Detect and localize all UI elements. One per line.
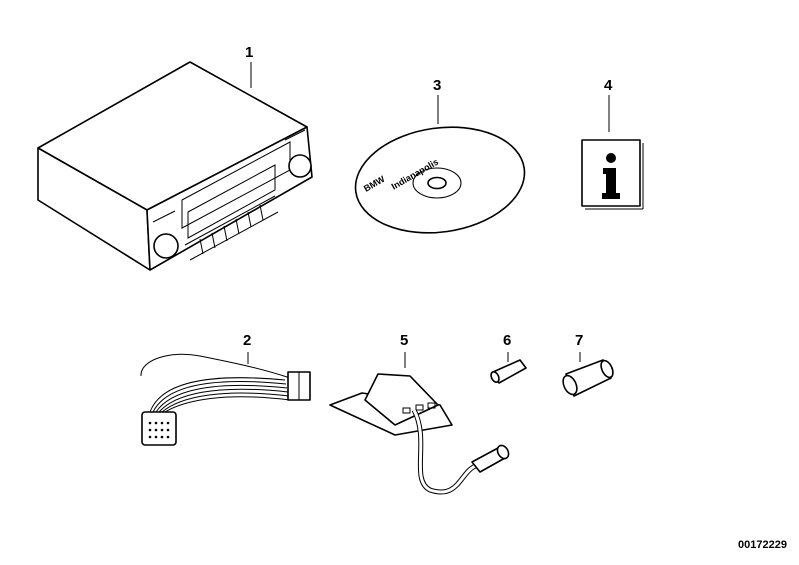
part-4-info-booklet[interactable]: 4 — [581, 77, 644, 210]
part-label-1: 1 — [245, 44, 253, 61]
part-6-small-sleeve[interactable]: 6 — [490, 332, 527, 384]
part-label-5: 5 — [400, 332, 408, 349]
part-3-cd[interactable]: 3 BMW Indianapolis — [349, 77, 532, 243]
part-2-wiring-harness[interactable]: 2 — [140, 332, 311, 446]
tuning-knob-icon — [288, 154, 312, 178]
document-number: 00172229 — [738, 539, 787, 551]
part-5-antenna[interactable]: 5 — [329, 332, 511, 495]
part-label-7: 7 — [575, 332, 583, 349]
part-7-large-sleeve[interactable]: 7 — [560, 332, 615, 397]
part-label-3: 3 — [433, 77, 441, 94]
part-label-4: 4 — [604, 77, 613, 94]
info-icon — [602, 153, 620, 199]
part-label-2: 2 — [243, 332, 251, 349]
volume-knob-icon — [153, 233, 179, 259]
part-1-radio[interactable]: 1 — [37, 44, 313, 271]
part-label-6: 6 — [503, 332, 511, 349]
